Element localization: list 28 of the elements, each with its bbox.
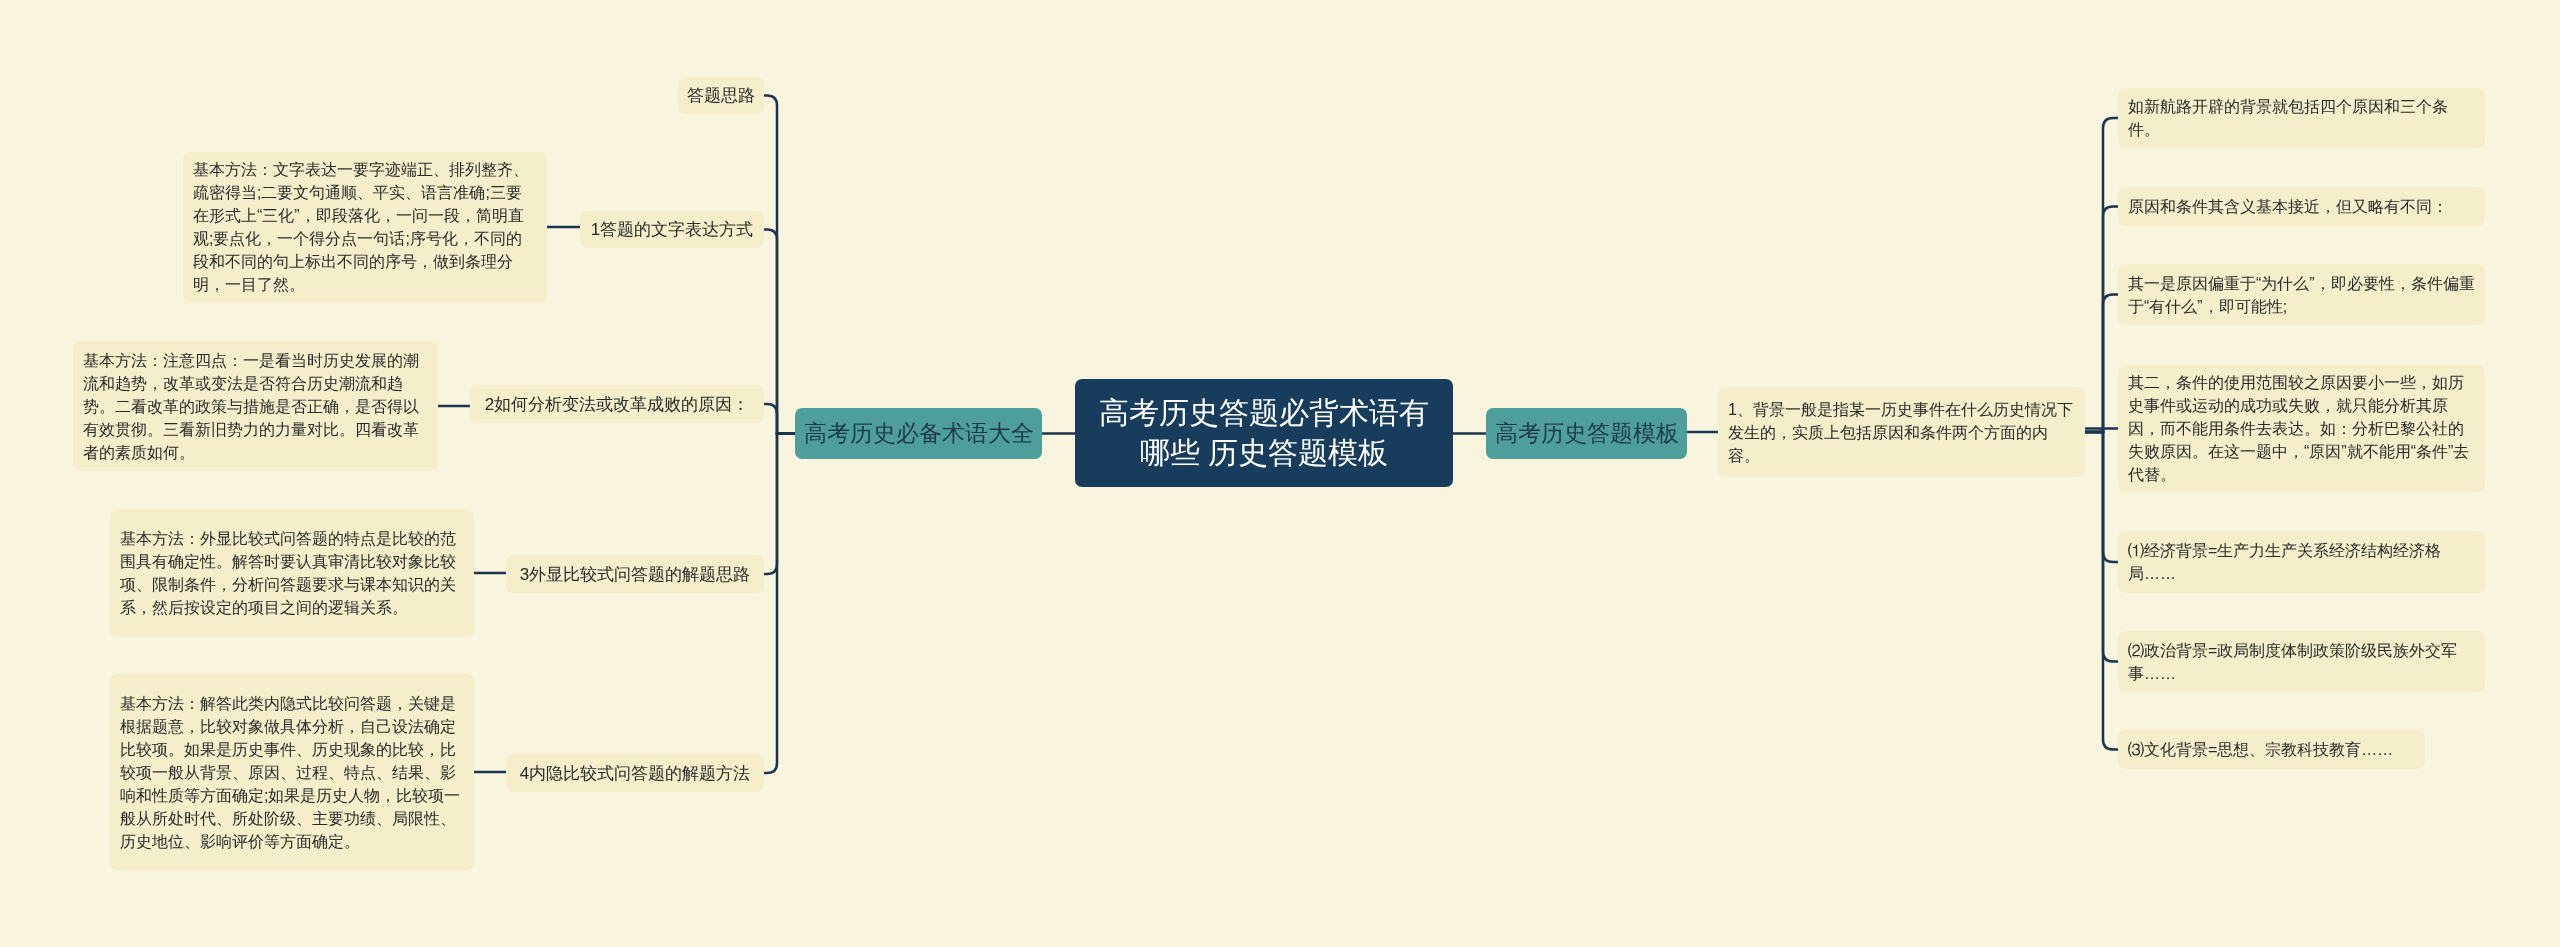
subtopic-box: 1答题的文字表达方式 [580, 211, 764, 248]
central-topic-box: 高考历史答题必背术语有哪些 历史答题模板 [1075, 379, 1453, 487]
connector-line [438, 404, 470, 408]
topic-box: 高考历史必备术语大全 [795, 408, 1042, 459]
note-box: 如新航路开辟的背景就包括四个原因和三个条件。 [2118, 88, 2485, 148]
connector-line [474, 770, 506, 774]
note-box: 1、背景一般是指某一历史事件在什么历史情况下发生的，实质上包括原因和条件两个方面的内容。 [1718, 387, 2085, 477]
connector-line [474, 571, 506, 575]
connector-line [547, 225, 580, 229]
connector-line [1453, 432, 1486, 435]
subtopic-box: 4内隐比较式问答题的解题方法 [506, 754, 764, 792]
subtopic-box: 3外显比较式问答题的解题思路 [506, 555, 764, 593]
topic-box: 高考历史答题模板 [1486, 408, 1687, 459]
subtopic-box: 答题思路 [678, 77, 764, 114]
note-box: 基本方法：注意四点：一是看当时历史发展的潮流和趋势，改革或变法是否符合历史潮流和趋势。二看改革的政策与措施是否正确，是否得以有效贯彻。三看新旧势力的力量对比。四看改革者的素质如何。 [73, 341, 438, 471]
subtopic-box: 2如何分析变法或改革成败的原因： [470, 385, 764, 423]
connector-line [1042, 432, 1075, 435]
note-box: 原因和条件其含义基本接近，但又略有不同： [2118, 187, 2485, 226]
connector-line [1687, 430, 1718, 434]
note-box: ⑴经济背景=生产力生产关系经济结构经济格局…… [2118, 531, 2485, 593]
note-box: 基本方法：解答此类内隐式比较问答题，关键是根据题意，比较对象做具体分析，自己设法确定比较项。如果是历史事件、历史现象的比较，比较项一般从背景、原因、过程、特点、结果、影响和性质等方面确定;如果是历史人物，比较项一般从所处时代、所处阶级、主要功绩、局限性、历史地位、影响评价等方面确定。 [110, 674, 474, 870]
note-box: ⑵政治背景=政局制度体制政策阶级民族外交军事…… [2118, 631, 2485, 692]
note-box: 基本方法：外显比较式问答题的特点是比较的范围具有确定性。解答时要认真审清比较对象比较项、限制条件，分析问答题要求与课本知识的关系，然后按设定的项目之间的逻辑关系。 [110, 509, 474, 637]
note-box: ⑶文化背景=思想、宗教科技教育…… [2118, 730, 2425, 769]
connector-line [2085, 427, 2118, 430]
note-box: 基本方法：文字表达一要字迹端正、排列整齐、疏密得当;二要文句通顺、平实、语言准确;三要在形式上“三化”，即段落化，一问一段，简明直观;要点化，一个得分点一句话;序号化，不同的段和不同的句上标出不同的序号，做到条理分明，一目了然。 [183, 152, 547, 302]
note-box: 其一是原因偏重于“为什么”，即必要性，条件偏重于“有什么”，即可能性; [2118, 264, 2485, 325]
note-box: 其二，条件的使用范围较之原因要小一些，如历史事件或运动的成功或失败，就只能分析其原因，而不能用条件去表达。如：分析巴黎公社的失败原因。在这一题中，“原因”就不能用“条件”去代替。 [2118, 365, 2485, 492]
